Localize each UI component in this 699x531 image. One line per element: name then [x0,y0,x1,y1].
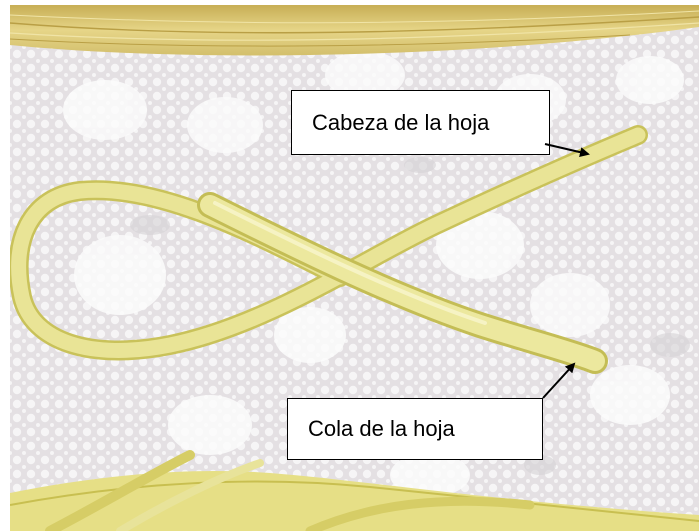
palm-leaf-strip [10,125,648,374]
dried-palm-strips-top [10,5,699,56]
label-leaf-tail: Cola de la hoja [287,398,543,460]
palm-strips-bottom [10,450,699,531]
lace-shadows [130,157,690,475]
label-leaf-head: Cabeza de la hoja [291,90,550,155]
